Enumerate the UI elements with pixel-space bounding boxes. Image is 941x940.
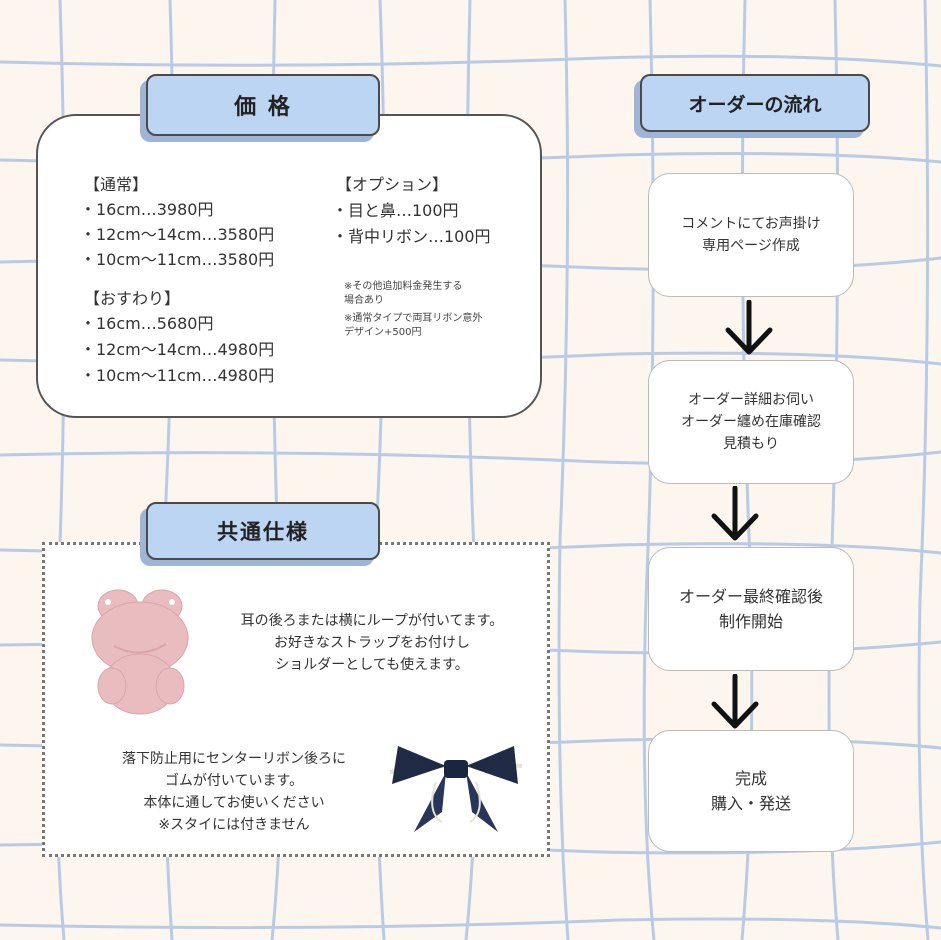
sitting-item: ・12cm〜14cm…4980円 [80, 340, 275, 359]
sitting-item: ・16cm…5680円 [80, 314, 214, 333]
flow-step-3: オーダー最終確認後 制作開始 [648, 547, 854, 671]
flow-heading: オーダーの流れ [688, 93, 822, 116]
ribbon-text: 本体に通してお使いください [143, 795, 325, 811]
option-item: ・背中リボン…100円 [332, 227, 491, 246]
ribbon-text: ゴムが付いています。 [164, 773, 304, 789]
flow-step-text: オーダー最終確認後 [678, 587, 823, 606]
price-heading: 価 格 [234, 95, 292, 120]
price-note: デザイン+500円 [344, 327, 422, 338]
pink-frog-bag-image [91, 589, 189, 715]
loop-text: お好きなストラップをお付けし [274, 635, 470, 651]
sitting-title: 【おすわり】 [84, 289, 181, 308]
spec-heading-tab: 共通仕様 [146, 502, 380, 560]
regular-item: ・10cm〜11cm…3580円 [80, 250, 275, 269]
loop-text: ショルダーとしても使えます。 [275, 657, 469, 673]
flow-step-text: コメントにてお声掛け [681, 216, 821, 232]
down-arrow-icon [711, 674, 759, 729]
flow-step-1: コメントにてお声掛け 専用ページ作成 [648, 173, 854, 297]
flow-step-4: 完成 購入・発送 [648, 730, 854, 852]
ribbon-text: ※スタイには付きません [158, 817, 310, 833]
price-note: ※通常タイプで両耳リボン意外 [344, 313, 483, 324]
loop-text: 耳の後ろまたは横にループが付いてます。 [240, 613, 504, 629]
flow-step-text: 見積もり [723, 436, 779, 452]
flow-heading-tab: オーダーの流れ [640, 74, 870, 132]
flow-step-text: オーダー詳細お伺い [688, 392, 814, 408]
regular-item: ・16cm…3980円 [80, 200, 214, 219]
flow-step-text: 購入・発送 [710, 794, 791, 813]
regular-title: 【通常】 [84, 175, 149, 194]
price-heading-tab: 価 格 [146, 74, 380, 136]
sitting-item: ・10cm〜11cm…4980円 [80, 366, 275, 385]
flow-step-text: 完成 [734, 769, 767, 788]
price-note: 場合あり [344, 295, 384, 306]
regular-item: ・12cm〜14cm…3580円 [80, 225, 275, 244]
flow-step-text: 専用ページ作成 [702, 238, 800, 254]
option-title: 【オプション】 [336, 175, 449, 194]
spec-heading: 共通仕様 [217, 520, 309, 544]
price-note: ※その他追加料金発生する [344, 281, 463, 292]
flow-step-text: オーダー纏め在庫確認 [681, 414, 821, 430]
ribbon-text: 落下防止用にセンターリボン後ろに [122, 751, 346, 767]
option-item: ・目と鼻…100円 [332, 201, 459, 220]
flow-step-2: オーダー詳細お伺い オーダー纏め在庫確認 見積もり [648, 360, 854, 484]
down-arrow-icon [725, 300, 773, 355]
down-arrow-icon [711, 486, 759, 541]
navy-ribbon-image [389, 746, 523, 832]
flow-step-text: 制作開始 [718, 612, 783, 631]
